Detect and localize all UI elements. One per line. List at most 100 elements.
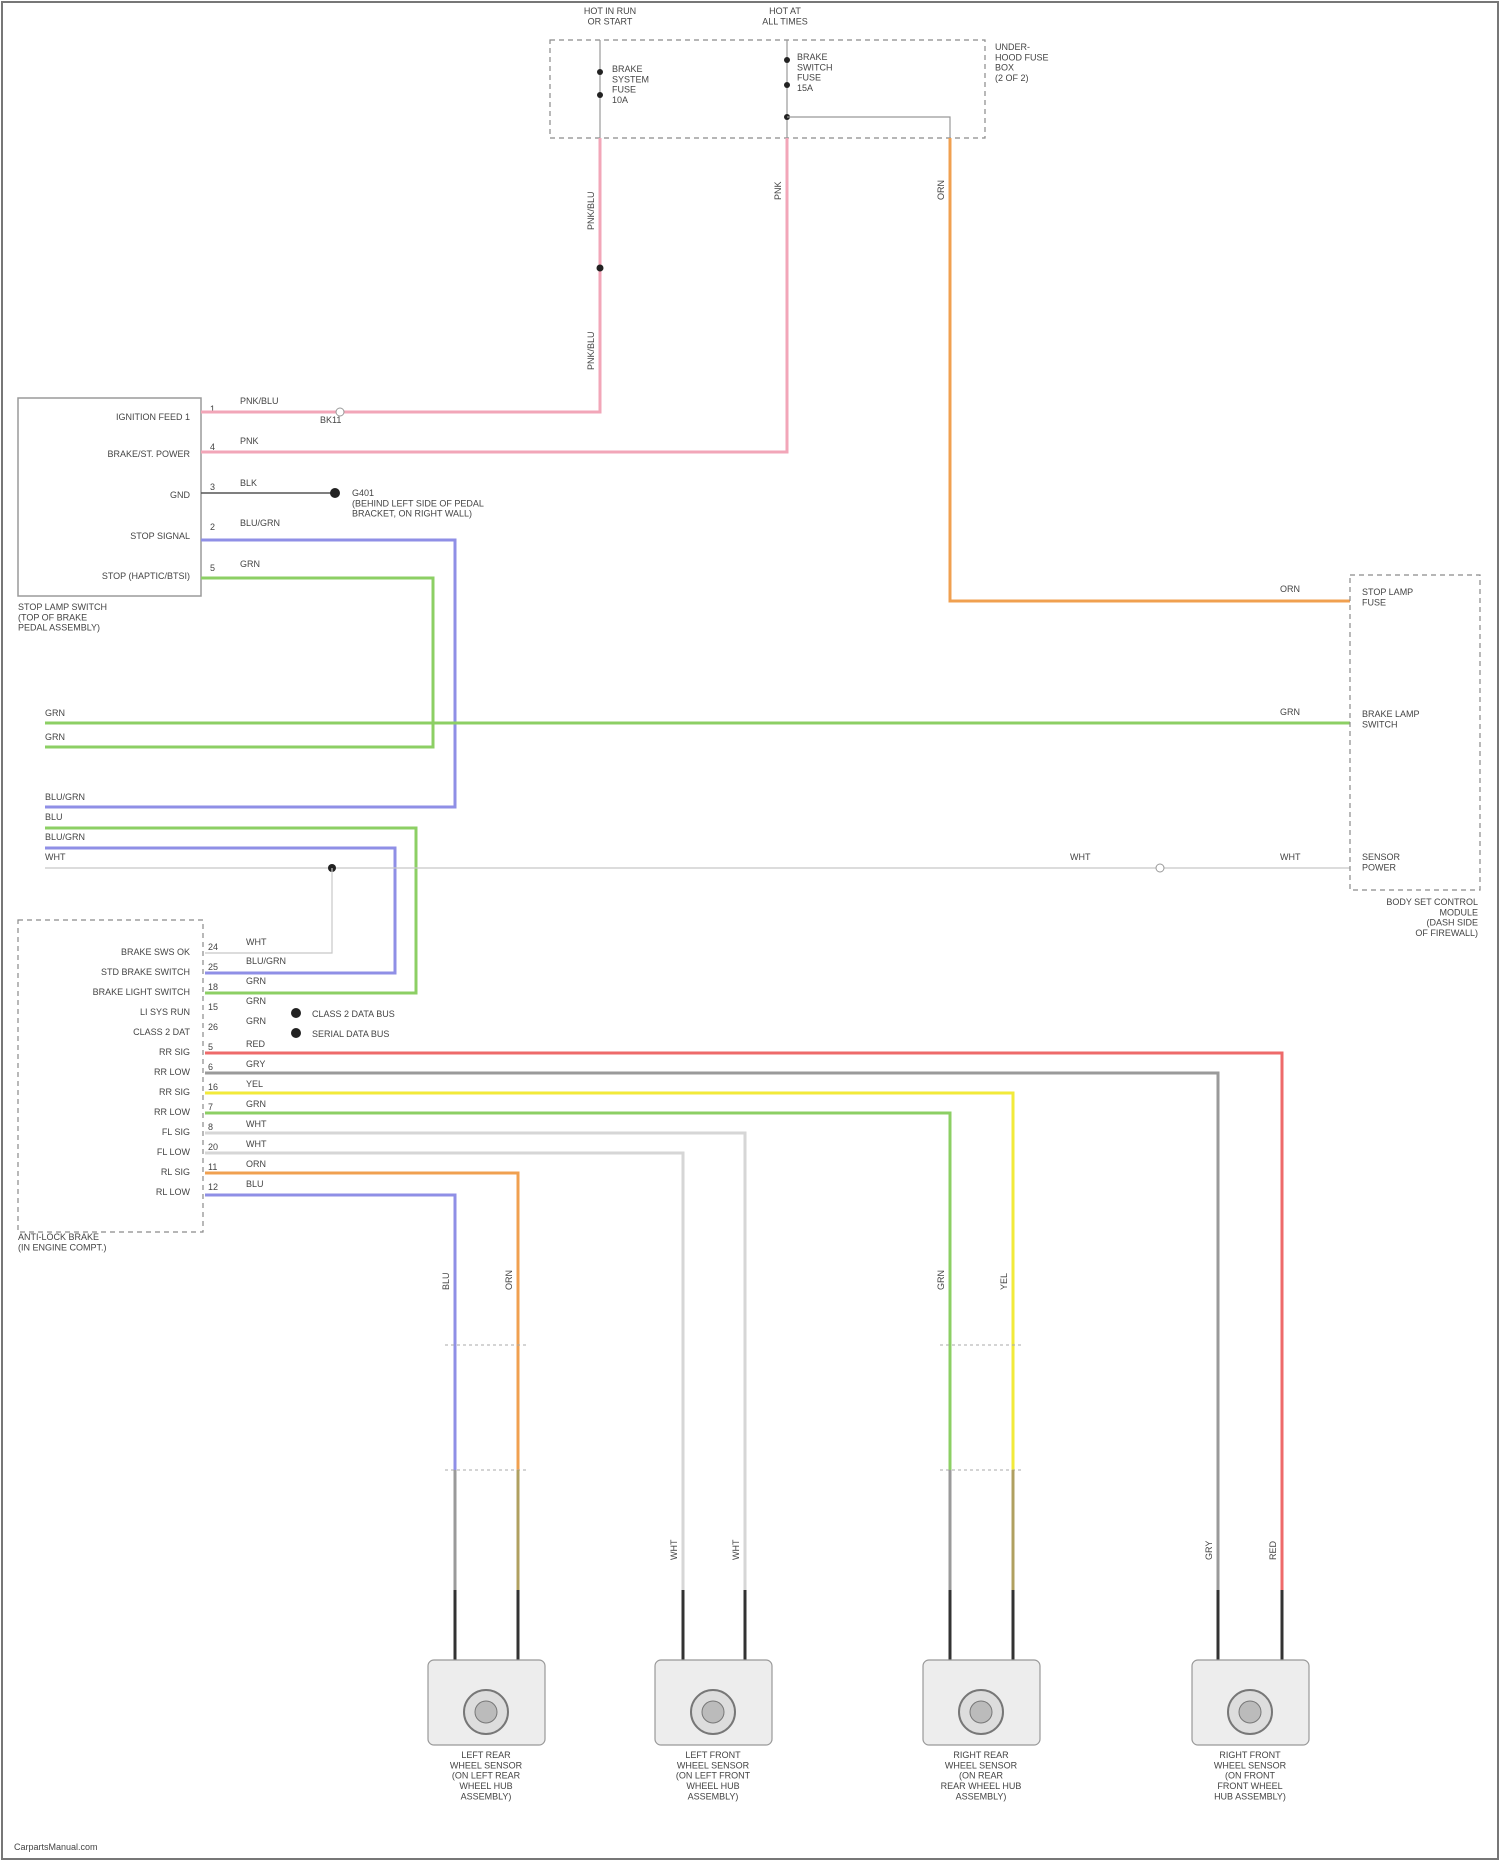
bcm-wire-wht-1: WHT: [1070, 852, 1091, 862]
bcm-wire-grn: GRN: [1280, 707, 1300, 717]
wire-label-pnk: PNK: [773, 181, 783, 200]
side-wire-blu: BLU: [45, 812, 63, 822]
abs-pin-num-8: 7: [208, 1102, 213, 1112]
wire-orn-stop-fuse: [950, 138, 1350, 601]
lf-wire-label-2: WHT: [731, 1539, 741, 1560]
fuse-brake-system-label: BRAKESYSTEMFUSE10A: [612, 64, 649, 105]
wire-blu-grn-abs: [45, 848, 395, 973]
footer-watermark: CarpartsManual.com: [14, 1842, 98, 1852]
abs-pin-label-11: RL SIG: [161, 1167, 190, 1177]
abs-wire-label-2: GRN: [246, 976, 266, 986]
sls-pin-num-3: 3: [210, 482, 215, 492]
abs-wire-label-6: GRY: [246, 1059, 265, 1069]
lr-wire-label-blu: BLU: [441, 1272, 451, 1290]
inline-connectors: [445, 1345, 1023, 1470]
abs-wire-label-12: BLU: [246, 1179, 264, 1189]
side-wire-grn-2: GRN: [45, 732, 65, 742]
abs-pin-num-9: 8: [208, 1122, 213, 1132]
abs-pin-num-11: 11: [208, 1162, 217, 1172]
abs-pin-label-9: FL SIG: [162, 1127, 190, 1137]
abs-pin-label-7: RR SIG: [159, 1087, 190, 1097]
wire-pnk-blu-ign: [201, 138, 600, 412]
rr-wire-label-yel: YEL: [999, 1273, 1009, 1290]
side-wire-blu-grn-1: BLU/GRN: [45, 792, 85, 802]
abs-wire-label-11: ORN: [246, 1159, 266, 1169]
side-wire-blu-grn-2: BLU/GRN: [45, 832, 85, 842]
stop-lamp-switch: IGNITION FEED 1 BRAKE/ST. POWER GND STOP…: [18, 396, 484, 633]
wire-yel-rr-sig: [205, 1093, 1013, 1652]
abs-pin-num-1: 25: [208, 962, 218, 972]
rf-wire-label-gry: GRY: [1204, 1541, 1214, 1560]
sls-wire-pnk-blu: PNK/BLU: [240, 396, 279, 406]
sls-pin-num-5: 5: [210, 563, 215, 573]
abs-pin-label-12: RL LOW: [156, 1187, 191, 1197]
sls-pin-stop-haptic: STOP (HAPTIC/BTSI): [102, 571, 190, 581]
wire-blu-lr-low: [205, 1195, 455, 1652]
wire-label-pnk-blu-lower: PNK/BLU: [586, 331, 596, 370]
abs-wire-label-9: WHT: [246, 1119, 267, 1129]
rr-wire-label-grn: GRN: [936, 1270, 946, 1290]
abs-note-serial: SERIAL DATA BUS: [312, 1029, 389, 1039]
abs-wire-label-8: GRN: [246, 1099, 266, 1109]
bcm-outline: [1350, 575, 1480, 890]
abs-wire-label-0: WHT: [246, 937, 267, 947]
side-wire-wht: WHT: [45, 852, 66, 862]
lr-wire-label-orn: ORN: [504, 1270, 514, 1290]
abs-wire-label-10: WHT: [246, 1139, 267, 1149]
abs-pin-label-1: STD BRAKE SWITCH: [101, 967, 190, 977]
lf-wire-label-1: WHT: [669, 1539, 679, 1560]
wire-pnk-brake-power: [201, 138, 787, 452]
bcm-wire-orn: ORN: [1280, 584, 1300, 594]
abs-module: BRAKE SWS OK STD BRAKE SWITCH BRAKE LIGH…: [18, 920, 395, 1252]
abs-wire-label-4: GRN: [246, 1016, 266, 1026]
abs-pin-label-0: BRAKE SWS OK: [121, 947, 190, 957]
sensor-pigtails: [455, 1590, 1282, 1680]
abs-pin-num-7: 16: [208, 1082, 218, 1092]
sls-pin-num-2: 2: [210, 522, 215, 532]
abs-pin-label-10: FL LOW: [157, 1147, 191, 1157]
abs-pin-label-5: RR SIG: [159, 1047, 190, 1057]
splice-bk11-label: BK11: [320, 415, 341, 425]
abs-pin-label-4: CLASS 2 DAT: [133, 1027, 190, 1037]
abs-pin-label-3: LI SYS RUN: [140, 1007, 190, 1017]
abs-pin-num-2: 18: [208, 982, 218, 992]
abs-pin-num-10: 20: [208, 1142, 218, 1152]
wheel-sensor-lf-caption: LEFT FRONTWHEEL SENSOR(ON LEFT FRONTWHEE…: [676, 1750, 751, 1801]
sls-pin-brake-power: BRAKE/ST. POWER: [107, 449, 190, 459]
abs-pin-label-6: RR LOW: [154, 1067, 191, 1077]
sls-pin-ignition-feed: IGNITION FEED 1: [116, 412, 190, 422]
wire-label-pnk-blu-upper: PNK/BLU: [586, 191, 596, 230]
abs-wire-label-1: BLU/GRN: [246, 956, 286, 966]
abs-pin-label-2: BRAKE LIGHT SWITCH: [93, 987, 190, 997]
abs-wire-label-3: GRN: [246, 996, 266, 1006]
abs-wire-label-7: YEL: [246, 1079, 263, 1089]
wire-wht-lf-sig: [205, 1133, 745, 1652]
abs-note-class2: CLASS 2 DATA BUS: [312, 1009, 395, 1019]
abs-pin-label-8: RR LOW: [154, 1107, 191, 1117]
wire-gry-rf-low: [205, 1073, 1218, 1652]
sls-wire-blu-grn: BLU/GRN: [240, 518, 280, 528]
abs-pin-num-4: 26: [208, 1022, 218, 1032]
sls-pin-stop-signal: STOP SIGNAL: [130, 531, 190, 541]
abs-pin-num-3: 15: [208, 1002, 218, 1012]
bcm-wire-wht-2: WHT: [1280, 852, 1301, 862]
wire-wht-lf-low: [205, 1153, 683, 1652]
